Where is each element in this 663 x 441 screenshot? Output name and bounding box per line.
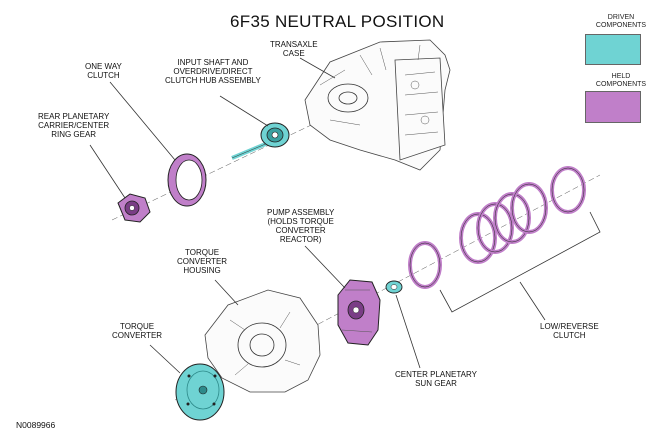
legend-held-label: HELD COMPONENTS <box>595 73 647 88</box>
transaxle-case-drawing <box>304 39 451 171</box>
input-shaft-assembly <box>231 122 290 160</box>
label-input-shaft: INPUT SHAFT AND OVERDRIVE/DIRECT CLUTCH … <box>165 58 261 85</box>
torque-converter-housing-drawing <box>204 289 321 393</box>
figure-code: N0089966 <box>16 420 56 430</box>
label-torque-converter: TORQUE CONVERTER <box>112 322 163 340</box>
legend-held-swatch <box>585 91 641 123</box>
label-center-sun-gear: CENTER PLANETARY SUN GEAR <box>395 370 477 388</box>
rear-planetary-carrier <box>117 193 151 223</box>
low-reverse-clutch-pack <box>408 166 586 289</box>
label-transaxle-case: TRANSAXLE CASE <box>270 40 318 58</box>
legend-driven-label: DRIVEN COMPONENTS <box>595 14 647 29</box>
one-way-clutch-ring <box>167 153 207 207</box>
center-sun-gear <box>385 280 403 294</box>
diagram-title: 6F35 NEUTRAL POSITION <box>230 12 445 31</box>
label-rear-planetary: REAR PLANETARY CARRIER/CENTER RING GEAR <box>38 112 110 139</box>
low-reverse-bracket <box>439 211 601 313</box>
label-torque-converter-housing: TORQUE CONVERTER HOUSING <box>177 248 228 275</box>
label-low-reverse-clutch: LOW/REVERSE CLUTCH <box>540 322 599 340</box>
label-pump-assembly: PUMP ASSEMBLY (HOLDS TORQUE CONVERTER RE… <box>267 208 335 244</box>
torque-converter <box>175 363 225 421</box>
pump-assembly <box>337 279 381 346</box>
leader-lines <box>89 57 546 374</box>
legend-driven-swatch <box>585 34 641 65</box>
label-one-way-clutch: ONE WAY CLUTCH <box>85 62 122 80</box>
